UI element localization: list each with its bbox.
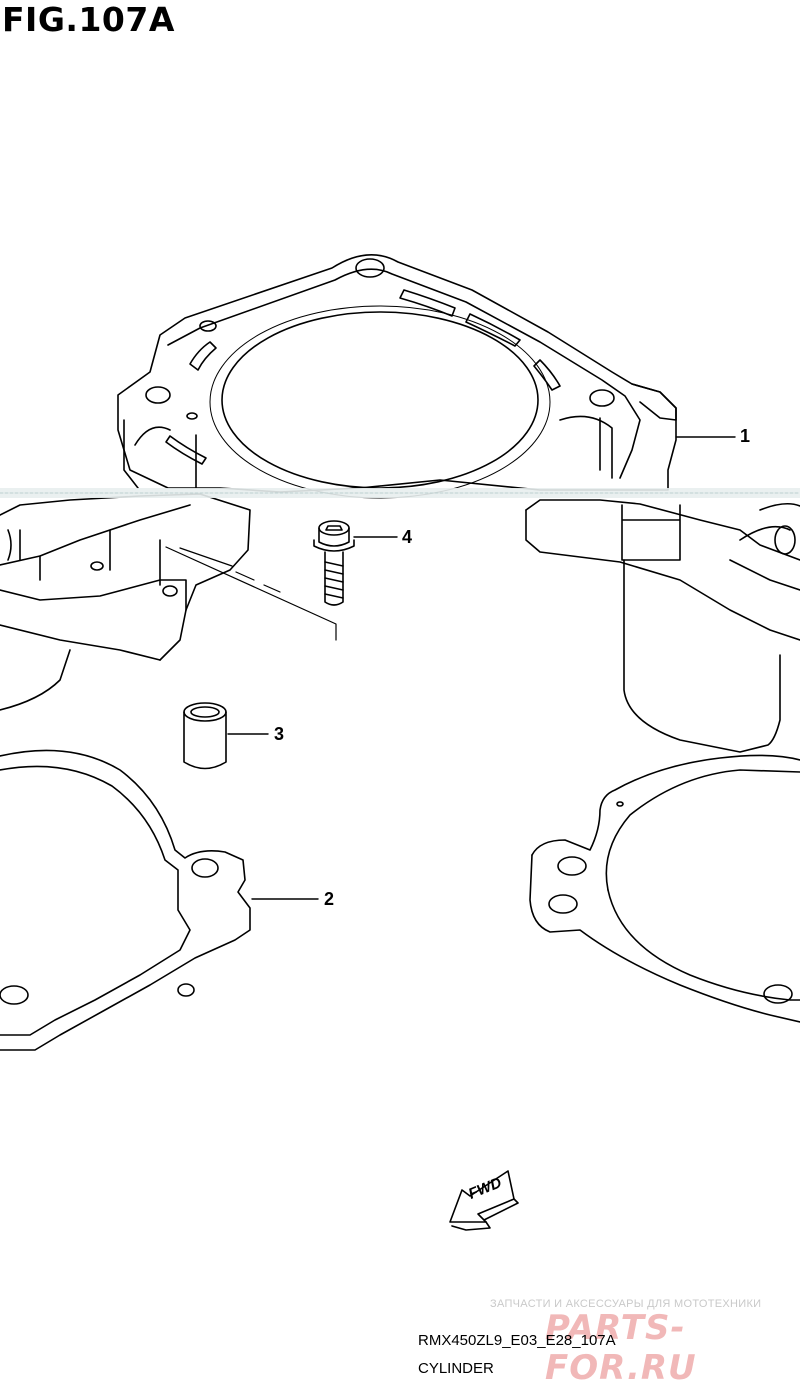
leader-lines: [227, 436, 736, 900]
diagram-name: CYLINDER: [418, 1360, 494, 1377]
diagram-code: RMX450ZL9_E03_E28_107A: [418, 1332, 616, 1349]
watermark-logo: PARTS-FOR.RU: [545, 1308, 697, 1388]
watermark-tagline: ЗАПЧАСТИ И АКСЕССУАРЫ ДЛЯ МОТОТЕХНИКИ: [490, 1298, 762, 1310]
bolt-part[interactable]: [313, 520, 355, 606]
cylinder-gasket-part[interactable]: [0, 749, 800, 1051]
fwd-arrow-icon: [449, 1170, 519, 1231]
figure-title: FIG.107A: [2, 0, 175, 39]
callout-4[interactable]: 4: [402, 527, 413, 547]
cylinder-part[interactable]: [0, 253, 800, 753]
callout-3[interactable]: 3: [274, 724, 285, 744]
dowel-pin-part[interactable]: [183, 702, 227, 770]
callout-2[interactable]: 2: [324, 889, 335, 909]
callout-1[interactable]: 1: [740, 426, 751, 446]
